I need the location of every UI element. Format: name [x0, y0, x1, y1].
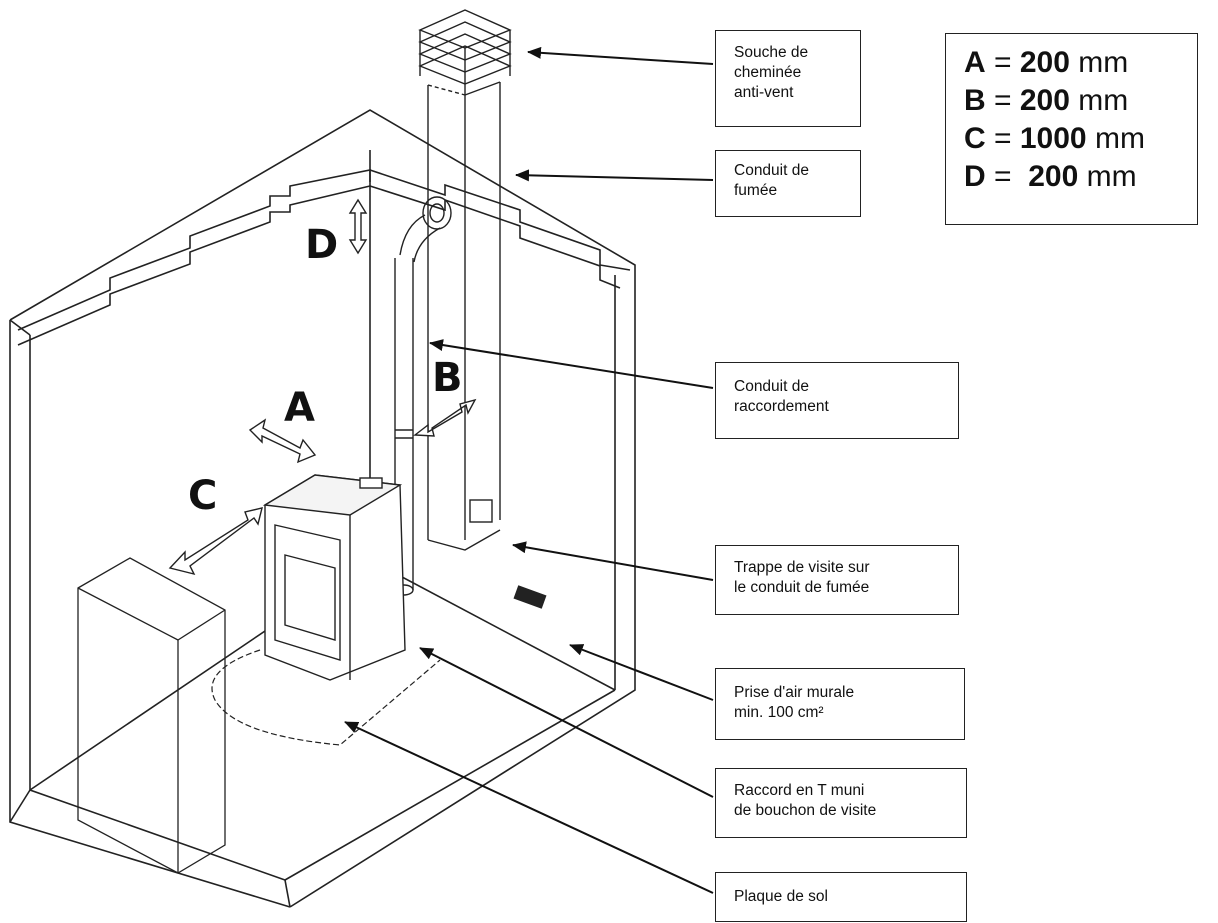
callout-line: fumée	[734, 182, 778, 199]
callout-line: Trappe de visite sur	[734, 559, 870, 576]
callout-conduit-fumee: Conduit de fumée	[715, 150, 861, 217]
pellet-stove	[262, 474, 406, 681]
callout-conduit-raccordement: Conduit de raccordement	[715, 362, 959, 439]
leader-arrows	[344, 46, 714, 894]
callout-prise-air: Prise d'air murale min. 100 cm²	[715, 668, 965, 740]
callout-line: le conduit de fumée	[734, 579, 870, 596]
legend-row-b: B = 200 mm	[964, 84, 1129, 117]
air-intake-grille	[513, 585, 547, 609]
callout-line: Conduit de	[734, 162, 809, 179]
dimension-label-a: A	[284, 385, 315, 431]
room-walls	[9, 109, 636, 908]
legend-row-c: C = 1000 mm	[964, 122, 1145, 155]
connection-pipe	[394, 196, 452, 596]
dimension-label-d: D	[305, 222, 339, 268]
callout-line: de bouchon de visite	[734, 802, 877, 819]
callout-plaque-sol: Plaque de sol	[715, 872, 967, 922]
dimension-arrows	[168, 198, 477, 576]
callout-line: anti-vent	[734, 84, 794, 101]
callout-line: Raccord en T muni	[734, 782, 865, 799]
chimney-stack	[418, 9, 512, 551]
callout-line: raccordement	[734, 398, 829, 415]
dimension-label-c: C	[188, 473, 218, 519]
callout-trappe: Trappe de visite sur le conduit de fumée	[715, 545, 959, 615]
dimensions-legend: A = 200 mm B = 200 mm C = 1000 mm D = 20…	[945, 33, 1198, 225]
legend-row-d: D = 200 mm	[964, 160, 1137, 193]
callout-line: min. 100 cm²	[734, 704, 824, 721]
callout-line: Conduit de	[734, 378, 809, 395]
callout-line: Prise d'air murale	[734, 684, 855, 701]
cabinet	[77, 557, 226, 874]
floor-plate	[211, 649, 441, 746]
callout-raccord-t: Raccord en T muni de bouchon de visite	[715, 768, 967, 838]
dimension-label-b: B	[432, 355, 463, 401]
callout-line: cheminée	[734, 64, 802, 81]
callout-souche: Souche de cheminée anti-vent	[715, 30, 861, 127]
callout-line: Souche de	[734, 44, 809, 61]
callout-line: Plaque de sol	[734, 888, 828, 905]
legend-row-a: A = 200 mm	[964, 46, 1129, 79]
